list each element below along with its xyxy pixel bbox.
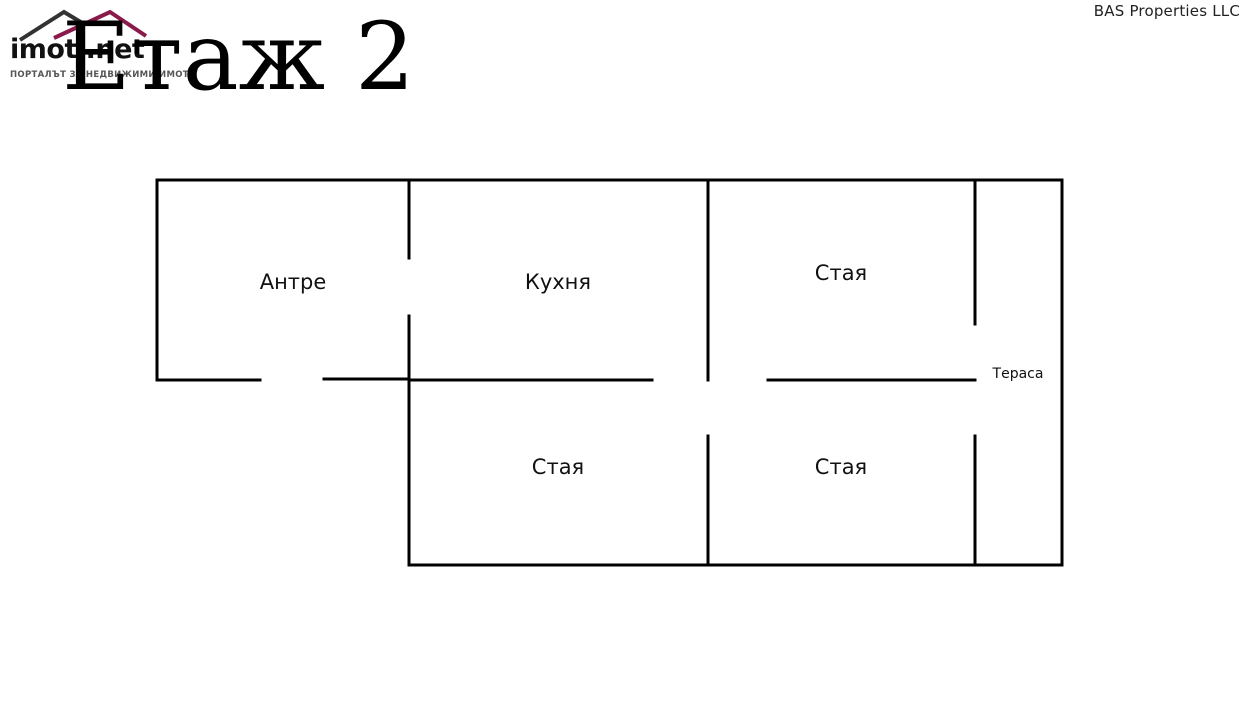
floor-title: Етаж 2 bbox=[62, 3, 415, 112]
logo-wordmark: imoti.net bbox=[10, 34, 145, 65]
room-label-kitchen: Кухня bbox=[525, 270, 591, 294]
room-label-terrace: Тераса bbox=[992, 366, 1044, 382]
imoti-logo-watermark: imoti.net ПОРТАЛЪТ ЗА НЕДВИЖИМИ ИМОТИ bbox=[8, 8, 196, 86]
house-roof-icon bbox=[18, 9, 148, 42]
room-label-room-bottom-left: Стая bbox=[532, 455, 584, 479]
room-label-room-bottom-right: Стая bbox=[815, 455, 867, 479]
room-label-entrance: Антре bbox=[260, 270, 327, 294]
room-label-room-top-right: Стая bbox=[815, 261, 867, 285]
agency-name: BAS Properties LLC bbox=[1093, 2, 1240, 20]
walls bbox=[155, 178, 1064, 567]
logo-tagline: ПОРТАЛЪТ ЗА НЕДВИЖИМИ ИМОТИ bbox=[10, 70, 197, 80]
